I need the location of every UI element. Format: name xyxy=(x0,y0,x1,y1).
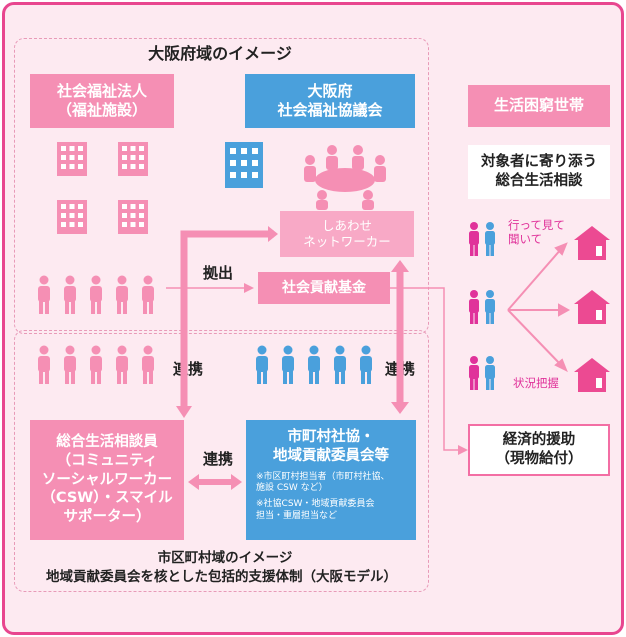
person-icon xyxy=(64,345,76,384)
prefecture-region-title: 大阪府域のイメージ xyxy=(148,44,292,63)
aid-box: 経済的援助 （現物給付） xyxy=(468,424,610,476)
municipality-region-title: 市区町村域のイメージ xyxy=(157,550,293,566)
welfare-corp-box: 社会福祉法人 （福祉施設） xyxy=(30,74,174,128)
person-icon xyxy=(334,345,346,384)
council-building-icon xyxy=(225,142,263,188)
municipality-region xyxy=(14,330,429,592)
person-icon xyxy=(116,345,128,384)
muni-council-note2: ※社協CSW・地域貢献委員会 担当・重層担当など xyxy=(256,499,375,521)
network-box: しあわせ ネットワーカー xyxy=(280,211,414,257)
person-icon xyxy=(485,356,495,390)
muni-council-title: 市町村社協・ 地域貢献委員会等 xyxy=(273,429,389,464)
house-icon xyxy=(574,226,610,260)
person-icon xyxy=(282,345,294,384)
muni-council-box: 市町村社協・ 地域貢献委員会等 ※市区町村担当者（市町村社協、 施設 CSW な… xyxy=(246,420,416,540)
council-staff-group xyxy=(256,345,372,384)
consultant-pairs xyxy=(469,222,495,390)
person-icon xyxy=(360,345,372,384)
person-icon xyxy=(90,345,102,384)
building-icon xyxy=(118,142,148,176)
person-icon xyxy=(485,222,495,256)
house-icon xyxy=(574,290,610,324)
csw-box: 総合生活相談員 （コミュニティ ソーシャルワーカー （CSW）・スマイル サポー… xyxy=(30,420,184,540)
fund-label: 社会貢献基金 xyxy=(282,279,366,296)
network-label: しあわせ ネットワーカー xyxy=(303,217,391,249)
council-label: 大阪府 社会福祉協議会 xyxy=(277,81,383,120)
contribution-label: 拠出 xyxy=(202,264,233,282)
poverty-box: 生活困窮世帯 xyxy=(468,85,610,127)
person-icon xyxy=(485,290,495,324)
person-icon xyxy=(256,345,268,384)
building-icon xyxy=(57,142,87,176)
consult-box: 対象者に寄り添う 総合生活相談 xyxy=(468,145,610,199)
person-icon xyxy=(469,356,479,390)
poverty-label: 生活困窮世帯 xyxy=(493,96,584,115)
prefecture-region xyxy=(14,38,429,334)
visit-label: 行って見て 聞いて xyxy=(508,218,565,247)
person-icon xyxy=(38,345,50,384)
person-icon xyxy=(142,345,154,384)
staff-group-top xyxy=(38,275,154,314)
fund-box: 社会貢献基金 xyxy=(258,272,390,304)
consult-label: 対象者に寄り添う 総合生活相談 xyxy=(481,154,597,189)
households xyxy=(574,226,610,392)
link-left-label: 連携 xyxy=(172,360,203,378)
grasp-label: 状況把握 xyxy=(513,376,559,390)
person-icon xyxy=(64,275,76,314)
welfare-corp-label: 社会福祉法人 （福祉施設） xyxy=(56,81,147,120)
aid-label: 経済的援助 （現物給付） xyxy=(495,432,583,467)
link-middle-label: 連携 xyxy=(202,450,233,468)
facility-buildings xyxy=(57,142,148,234)
building-icon xyxy=(118,200,148,234)
person-icon xyxy=(308,345,320,384)
person-icon xyxy=(469,290,479,324)
staff-group-bottom xyxy=(38,345,154,384)
person-icon xyxy=(90,275,102,314)
municipality-region-subtitle: 地域貢献委員会を核とした包括的支援体制（大阪モデル） xyxy=(46,569,397,585)
link-arrow-right xyxy=(391,260,409,414)
link-arrow-left xyxy=(176,226,278,418)
council-box: 大阪府 社会福祉協議会 xyxy=(245,74,415,128)
person-icon xyxy=(38,275,50,314)
link-arrow-middle xyxy=(188,474,242,490)
visit-arrows xyxy=(507,242,571,373)
csw-label: 総合生活相談員 （コミュニティ ソーシャルワーカー （CSW）・スマイル サポー… xyxy=(41,433,173,526)
fund-to-aid-arrow xyxy=(390,287,468,455)
muni-council-note1: ※市区町村担当者（市町村社協、 施設 CSW など） xyxy=(256,471,390,494)
person-icon xyxy=(116,275,128,314)
person-icon xyxy=(469,222,479,256)
building-icon xyxy=(57,200,87,234)
meeting-icon xyxy=(304,145,386,210)
person-icon xyxy=(142,275,154,314)
contribution-arrow xyxy=(166,283,254,293)
house-icon xyxy=(574,358,610,392)
